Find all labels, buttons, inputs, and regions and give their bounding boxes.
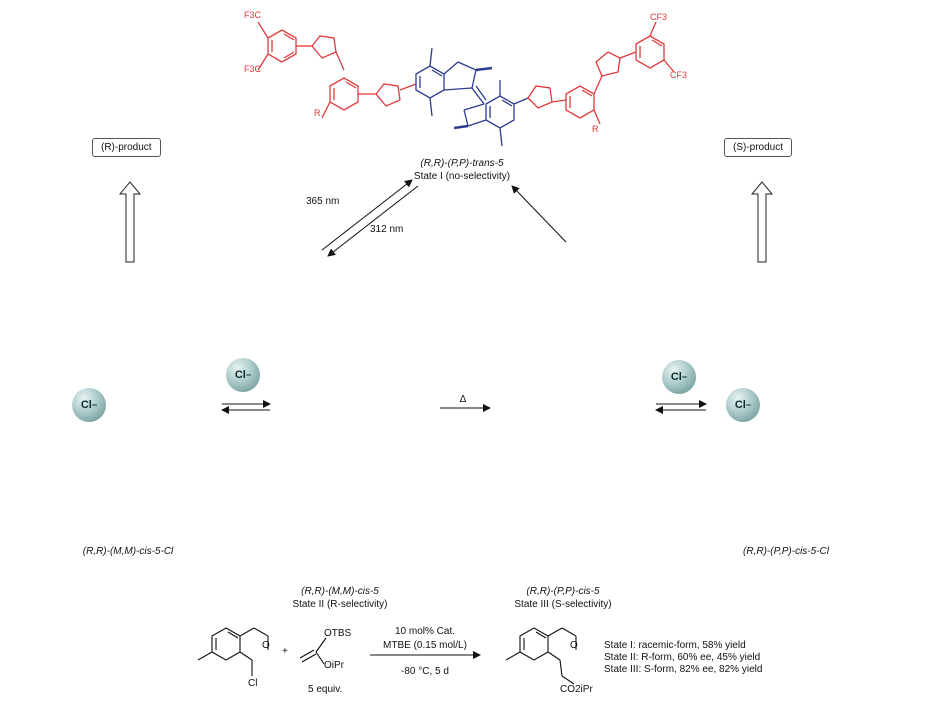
s-product-box: (S)-product xyxy=(724,138,793,157)
result-state-1: State I: racemic-form, 58% yield xyxy=(604,640,746,651)
equiv-label: 5 equiv. xyxy=(308,684,343,695)
chloride-text: Cl xyxy=(670,371,682,383)
cis-5-mm-label: (R,R)-(M,M)-cis-5 xyxy=(301,586,379,597)
conditions-label: -80 °C, 5 d xyxy=(401,666,449,677)
chloride-text: Cl xyxy=(234,369,246,381)
result-state-3: State III: S-form, 82% ee, 82% yield xyxy=(604,664,763,675)
r-product-box: (R)-product xyxy=(92,138,161,157)
result-state-2: State II: R-form, 60% ee, 45% yield xyxy=(604,652,761,663)
otbs-label: OTBS xyxy=(324,628,352,639)
chloride-ion: Cl− xyxy=(726,388,760,422)
trans-5-name: (R,R)-(P,P)-trans-5 xyxy=(420,158,504,169)
state-3-label: State III (S-selectivity) xyxy=(514,599,612,610)
trans-5-structure xyxy=(257,21,675,147)
cf3-label: CF3 xyxy=(650,12,668,22)
catalyst-label: 10 mol% Cat. xyxy=(394,626,456,637)
plus-sign: + xyxy=(282,646,288,657)
heat-label: Δ xyxy=(459,394,467,405)
state-2-label: State II (R-selectivity) xyxy=(292,599,388,610)
r-label: R xyxy=(314,108,321,118)
product-ester: CO2iPr xyxy=(560,684,593,695)
cis-5-pp-label: (R,R)-(P,P)-cis-5 xyxy=(526,586,600,597)
cis-5-pp-structure xyxy=(486,250,488,252)
r-product-text: (R)-product xyxy=(101,142,152,153)
chloride-text: Cl xyxy=(734,399,746,411)
sm-oxygen: O xyxy=(262,640,270,651)
cf3-label: CF3 xyxy=(670,70,688,80)
reaction-arrows xyxy=(221,179,707,659)
chloride-ion: Cl− xyxy=(662,360,696,394)
sm-chloride: Cl xyxy=(248,678,258,689)
f3c-label: F3C xyxy=(244,10,262,20)
solvent-label: MTBE (0.15 mol/L) xyxy=(383,640,467,651)
f3c-label: F3C xyxy=(244,64,262,74)
chloride-ion: Cl− xyxy=(226,358,260,392)
cis-5-cl-pp-label: (R,R)-(P,P)-cis-5-Cl xyxy=(743,546,829,557)
state-1-label: State I (no-selectivity) xyxy=(413,171,511,182)
bottom-reaction-structures xyxy=(197,627,577,685)
chloride-ion: Cl− xyxy=(72,388,106,422)
cis-5-cl-mm-label: (R,R)-(M,M)-cis-5-Cl xyxy=(82,546,174,557)
hollow-arrows xyxy=(118,181,774,263)
chloride-text: Cl xyxy=(80,399,92,411)
uv-365-label: 365 nm xyxy=(306,196,340,207)
s-product-text: (S)-product xyxy=(733,142,784,153)
r-label: R xyxy=(592,124,599,134)
oipr-label: OiPr xyxy=(324,660,344,671)
uv-312-label: 312 nm xyxy=(370,224,404,235)
cis-5-mm-structure xyxy=(270,250,272,252)
product-oxygen: O xyxy=(570,640,578,651)
